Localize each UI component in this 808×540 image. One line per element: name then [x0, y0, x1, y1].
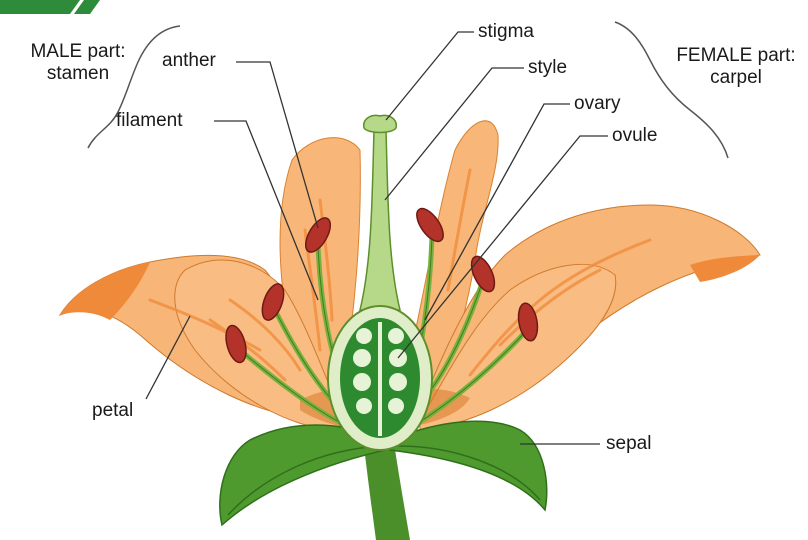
ovule — [353, 373, 371, 391]
female-group-label-line1: FEMALE part: — [666, 45, 806, 67]
label-filament: filament — [116, 110, 183, 132]
corner-banner — [0, 0, 100, 14]
label-stigma: stigma — [478, 21, 534, 43]
ovule — [356, 398, 372, 414]
male-group-label-line2: stamen — [18, 63, 138, 85]
ovule — [388, 328, 404, 344]
female-group-label: FEMALE part: carpel — [666, 45, 806, 89]
label-ovule: ovule — [612, 125, 657, 147]
style — [360, 130, 400, 310]
male-group-label: MALE part: stamen — [18, 41, 138, 85]
male-group-label-line1: MALE part: — [18, 41, 138, 63]
ovule — [356, 328, 372, 344]
label-style: style — [528, 57, 567, 79]
label-anther: anther — [162, 50, 216, 72]
label-ovary: ovary — [574, 93, 620, 115]
label-sepal: sepal — [606, 433, 651, 455]
ovule — [388, 398, 404, 414]
stigma — [364, 116, 397, 133]
ovule — [389, 373, 407, 391]
female-group-label-line2: carpel — [666, 67, 806, 89]
label-petal: petal — [92, 400, 133, 422]
ovule — [353, 349, 371, 367]
